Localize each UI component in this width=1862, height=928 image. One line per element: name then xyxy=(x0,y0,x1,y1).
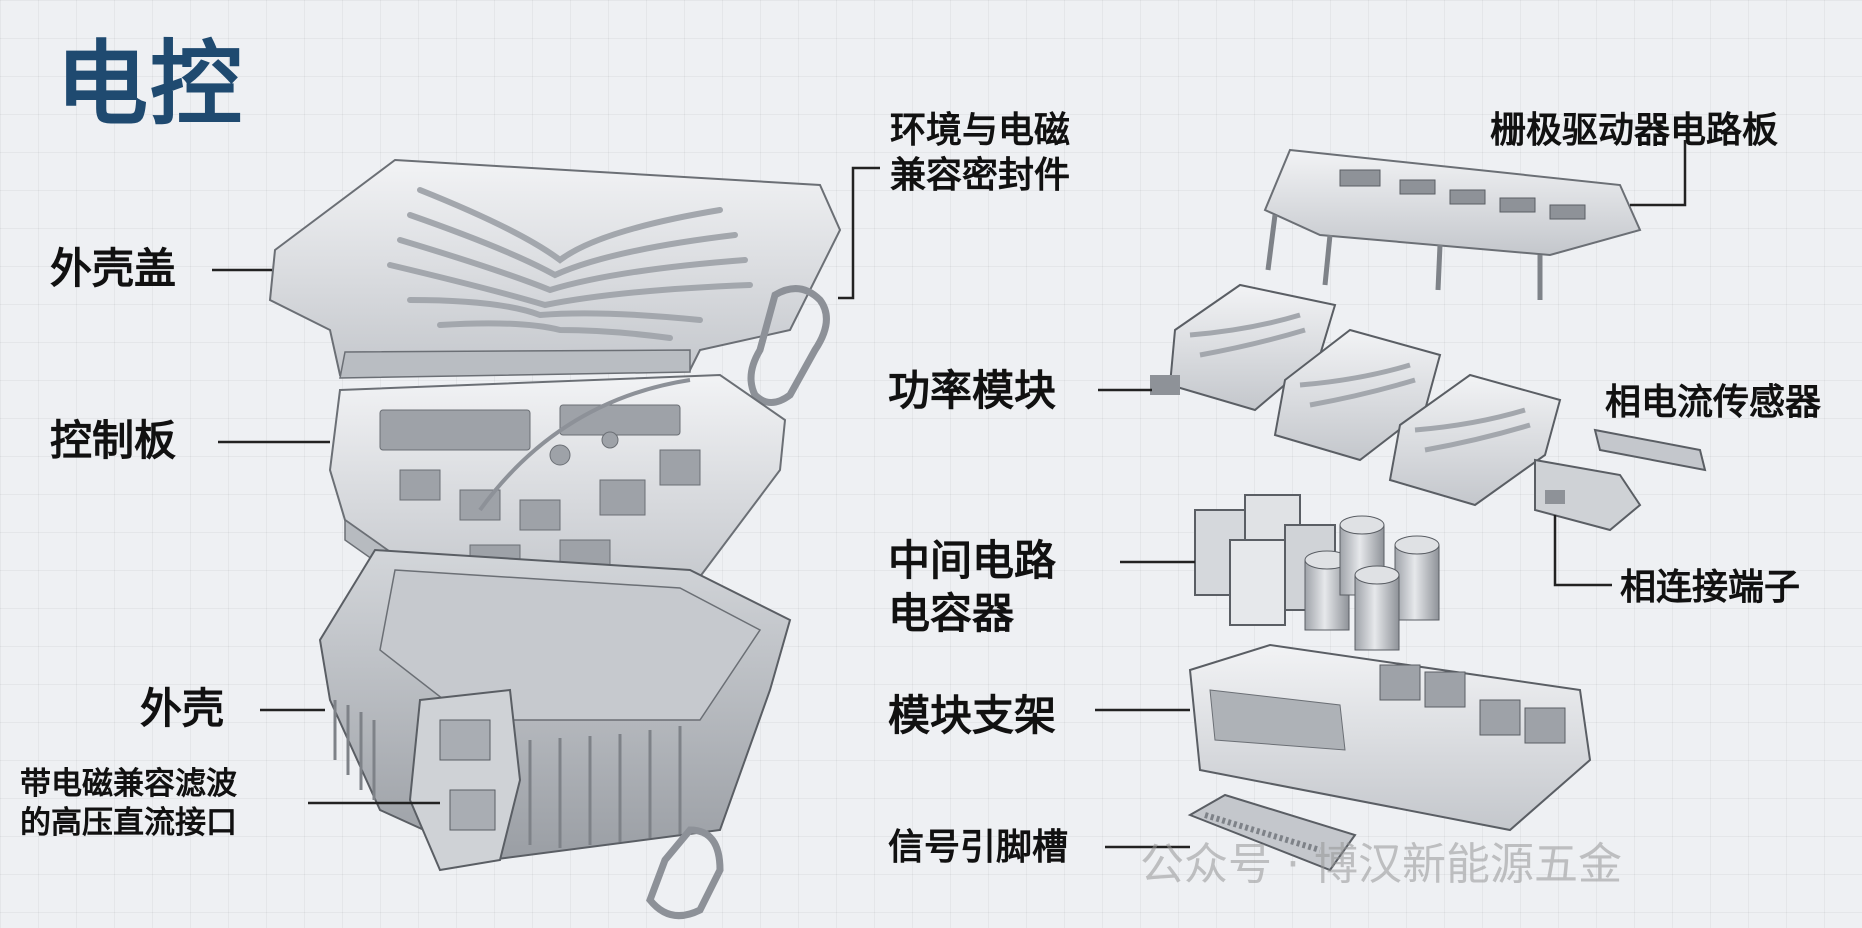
label-connector-terminal: 相连接端子 xyxy=(1620,567,1801,608)
housing-cover-illustration xyxy=(268,158,842,379)
phase-current-sensor-illustration xyxy=(1593,428,1707,472)
label-seal-line2: 兼容密封件 xyxy=(890,155,1071,196)
label-dc-link-capacitor-line2: 电容器 xyxy=(888,588,1015,638)
signal-pin-slot-illustration xyxy=(1187,793,1357,872)
module-bracket-illustration xyxy=(1188,643,1592,832)
dc-link-capacitor-illustration xyxy=(1194,494,1440,651)
label-housing: 外壳 xyxy=(140,684,225,733)
label-control-board: 控制板 xyxy=(50,416,177,465)
label-phase-current-sensor: 相电流传感器 xyxy=(1605,382,1822,423)
label-signal-pin-slot: 信号引脚槽 xyxy=(888,827,1069,868)
label-dc-link-capacitor-line1: 中间电路 xyxy=(888,536,1057,585)
label-gate-driver-board: 栅极驱动器电路板 xyxy=(1490,110,1779,151)
seal-illustration xyxy=(747,285,830,406)
label-hv-dc-interface-line2: 的高压直流接口 xyxy=(20,804,237,841)
page-title: 电控 xyxy=(56,31,245,138)
label-seal: 环境与电磁 兼容密封件 xyxy=(890,108,1070,198)
label-power-module: 功率模块 xyxy=(888,366,1057,415)
label-hv-dc-interface-line1: 带电磁兼容滤波 xyxy=(20,766,237,802)
label-dc-link-capacitor: 中间电路 电容器 xyxy=(888,535,1056,640)
label-housing-cover: 外壳盖 xyxy=(50,244,177,293)
power-module-illustration xyxy=(1150,283,1562,507)
connector-terminal-illustration xyxy=(1534,458,1642,532)
label-module-bracket: 模块支架 xyxy=(888,691,1057,740)
label-hv-dc-interface: 带电磁兼容滤波 的高压直流接口 xyxy=(20,765,237,843)
gate-driver-board-illustration xyxy=(1263,148,1642,300)
watermark: 公众号 · 博汉新能源五金 xyxy=(1140,839,1622,890)
housing-illustration xyxy=(318,548,792,920)
leader-lines xyxy=(212,140,1687,849)
label-seal-line1: 环境与电磁 xyxy=(890,110,1071,151)
